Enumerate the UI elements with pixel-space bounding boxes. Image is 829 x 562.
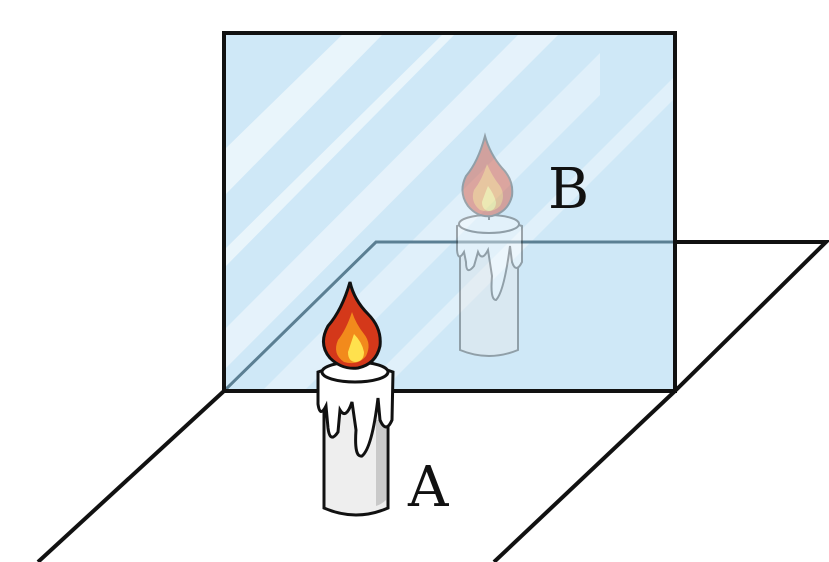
plane-right-edge (673, 240, 829, 393)
candle-b-image (456, 132, 523, 357)
label-a: A (407, 455, 449, 520)
candle-a-body-shade (376, 420, 386, 506)
candle-a-drips (316, 363, 395, 458)
candle-a-flame-inner (348, 334, 364, 362)
candle-b-flame-middle (472, 164, 503, 212)
plane-left-edge (36, 389, 226, 562)
candle-a (316, 281, 395, 517)
glare-stripe (224, 33, 560, 370)
plane-front-edge-right (492, 389, 677, 562)
plane-back-edge (222, 240, 675, 393)
glare-stripe (224, 33, 456, 268)
glare-stripe (360, 76, 675, 391)
glare-stripe (224, 33, 384, 196)
candle-b-top (458, 214, 520, 234)
candle-b-drips (456, 219, 523, 302)
table-plane (36, 240, 829, 562)
label-b: B (548, 157, 589, 222)
glass-frame (222, 31, 677, 393)
candle-b-flame-outer (461, 132, 514, 218)
glass-plate (224, 33, 675, 391)
candle-b-flame-inner (482, 186, 496, 211)
candle-b-body (459, 227, 519, 357)
